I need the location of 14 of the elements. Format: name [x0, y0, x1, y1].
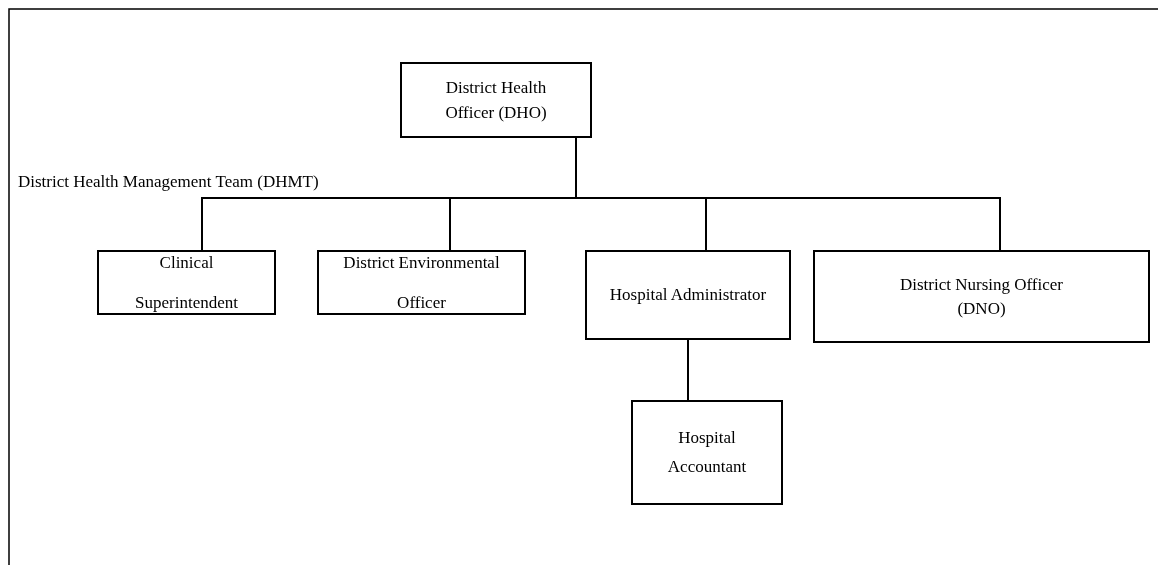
role-title: District Environmental Officer: [342, 252, 501, 314]
role-title: Hospital Administrator: [609, 284, 767, 307]
role-title: Hospital Accountant: [666, 426, 748, 478]
role-box: [813, 250, 1150, 343]
connector-line: [687, 339, 689, 401]
role-title: District Health Officer (DHO): [444, 76, 548, 124]
role-box: [631, 400, 783, 505]
role-title: District Nursing Officer (DNO): [898, 273, 1064, 320]
role-box: [97, 250, 276, 315]
role-box: [400, 62, 592, 138]
role-box: [317, 250, 526, 315]
role-title: Clinical Superintendent: [134, 252, 239, 314]
team-label: District Health Management Team (DHMT): [18, 172, 319, 192]
role-box: [585, 250, 791, 340]
